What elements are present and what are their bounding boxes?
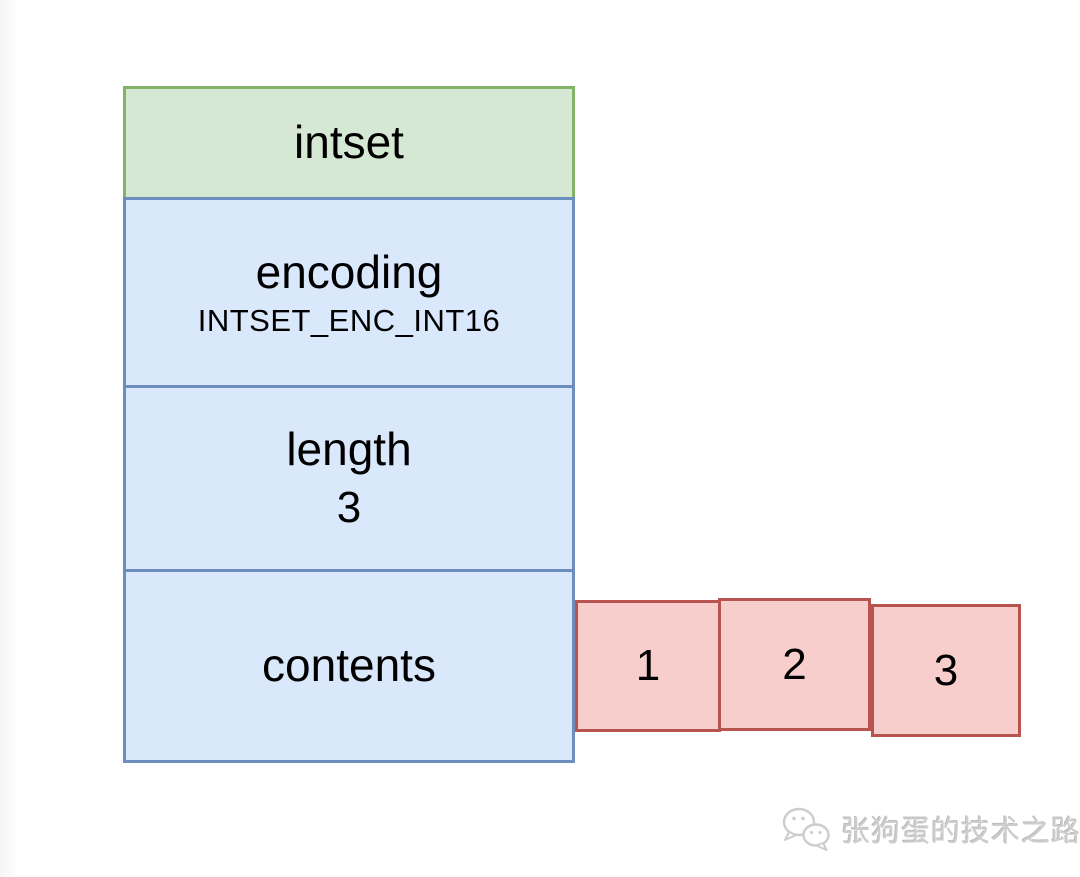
intset-structure-table: intset encoding INTSET_ENC_INT16 length … (123, 86, 575, 763)
encoding-cell: encoding INTSET_ENC_INT16 (123, 197, 575, 388)
wechat-chat-bubbles-icon (782, 807, 830, 851)
encoding-label: encoding (255, 245, 443, 298)
contents-array-item-2: 2 (718, 598, 871, 731)
length-cell: length 3 (123, 385, 575, 572)
length-value: 3 (336, 482, 362, 532)
left-gutter (0, 0, 15, 877)
contents-cell: contents (123, 569, 575, 763)
watermark: 张狗蛋的技术之路 (779, 806, 1080, 852)
contents-label: contents (262, 639, 436, 692)
contents-array-item-1: 1 (575, 600, 721, 732)
array-item-value: 3 (933, 645, 959, 695)
contents-array-item-3: 3 (871, 604, 1021, 737)
array-item-value: 2 (782, 639, 807, 689)
intset-header-cell: intset (123, 86, 575, 200)
encoding-value: INTSET_ENC_INT16 (197, 303, 501, 339)
length-label: length (286, 423, 412, 476)
watermark-text: 张狗蛋的技术之路 (841, 816, 1080, 848)
intset-title: intset (294, 116, 404, 169)
array-item-value: 1 (635, 641, 661, 690)
